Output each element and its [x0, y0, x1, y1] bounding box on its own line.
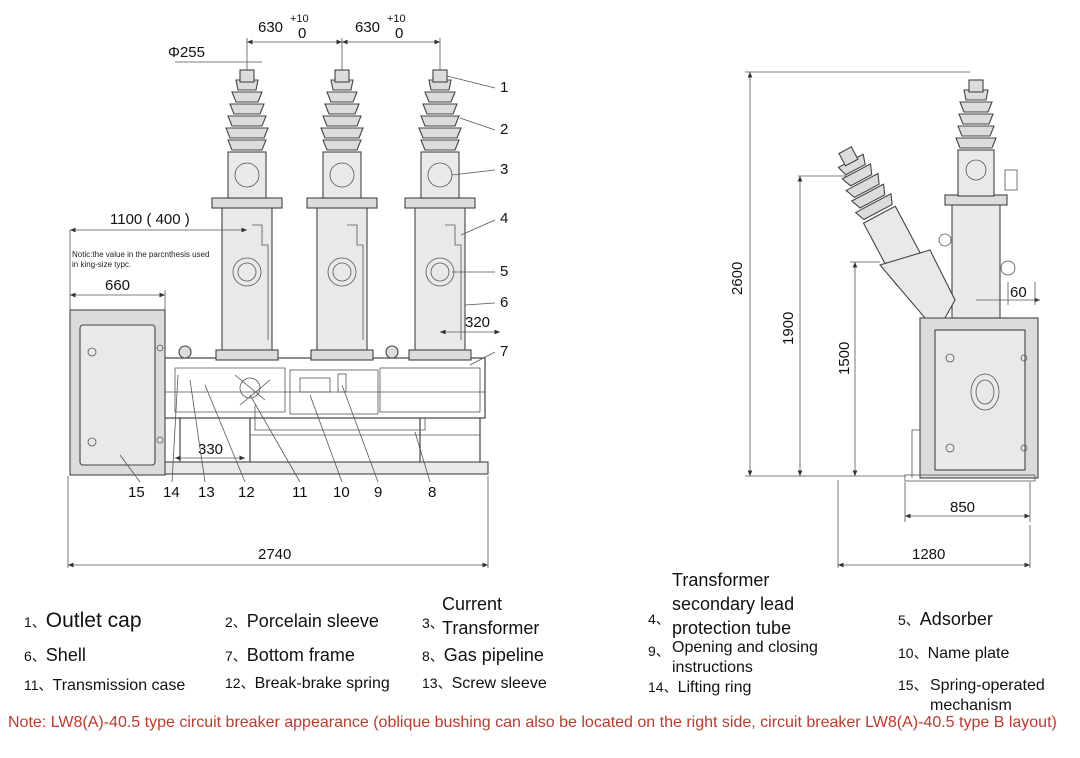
legend-item-12: 12、Break-brake spring	[225, 675, 390, 692]
lifting-ring-left	[178, 345, 192, 359]
gas-pipeline	[254, 405, 426, 431]
lifting-ring-right	[385, 345, 399, 359]
dim-630-left-tol-upper: +10	[290, 13, 309, 25]
dim-2600: 2600	[729, 262, 746, 295]
layout-note: Note: LW8(A)-40.5 type circuit breaker a…	[8, 714, 1057, 731]
callout-9: 9	[374, 484, 382, 501]
callout-1: 1	[500, 79, 508, 96]
callout-3: 3	[500, 161, 508, 178]
dim-630-right-tol-upper: +10	[387, 13, 406, 25]
callout-13: 13	[198, 484, 215, 501]
base-rail	[162, 461, 489, 475]
legend-item-15: 15、Spring-operated mechanism	[898, 677, 1045, 714]
legend-item-9: 9、Opening and closing instructions	[648, 639, 818, 676]
legend-item-3: 3、Current Transformer	[422, 594, 540, 638]
legend-item-14: 14、Lifting ring	[648, 679, 752, 696]
legend-item-2: 2、Porcelain sleeve	[225, 611, 379, 631]
legend-item-5: 5、Adsorber	[898, 609, 993, 629]
front-view: 630 +10 0 630 +10 0 Φ255 1100 ( 400 ) No…	[67, 13, 508, 568]
dim-1500: 1500	[836, 342, 853, 375]
legend-item-4: 4、Transformer secondary lead protection …	[648, 570, 795, 638]
dim-320: 320	[465, 314, 490, 331]
callout-12: 12	[238, 484, 255, 501]
dim-60: 60	[1010, 284, 1027, 301]
legend-item-6: 6、Shell	[24, 645, 86, 665]
pole-left	[211, 69, 283, 361]
callout-14: 14	[163, 484, 180, 501]
callout-11: 11	[292, 484, 308, 501]
dim-1280: 1280	[912, 546, 945, 563]
callout-5: 5	[500, 263, 508, 280]
dim-630-left: 630	[258, 19, 283, 36]
callout-4: 4	[500, 210, 508, 227]
legend-item-11: 11、Transmission case	[24, 677, 186, 694]
legend-item-7: 7、Bottom frame	[225, 645, 355, 665]
parts-legend: 1、Outlet cap 2、Porcelain sleeve 3、Curren…	[0, 568, 1080, 718]
dim-850: 850	[950, 499, 975, 516]
technical-drawing: 630 +10 0 630 +10 0 Φ255 1100 ( 400 ) No…	[67, 13, 1040, 568]
legend-item-1: 1、Outlet cap	[24, 609, 142, 632]
dim-660: 660	[105, 277, 130, 294]
dim-330: 330	[198, 441, 223, 458]
name-plate	[289, 369, 379, 415]
dim-phi255: Φ255	[168, 44, 205, 61]
legend-item-8: 8、Gas pipeline	[422, 645, 544, 665]
callout-15: 15	[128, 484, 145, 501]
callout-8: 8	[428, 484, 436, 501]
parenthesis-note: Notic:the value in the parcnthesis used …	[72, 250, 210, 269]
dim-1900: 1900	[780, 312, 797, 345]
dim-1100: 1100 ( 400 )	[110, 211, 190, 228]
side-view: 2600 1900 1500 60 850 1280	[729, 71, 1040, 568]
callout-10: 10	[333, 484, 350, 501]
legend-item-10: 10、Name plate	[898, 645, 1010, 662]
dim-630-right-tol-lower: 0	[395, 25, 403, 42]
bottom-frame	[159, 357, 486, 419]
legend-item-13: 13、Screw sleeve	[422, 675, 547, 692]
callout-6: 6	[500, 294, 508, 311]
pole-middle	[306, 69, 378, 361]
dim-2740: 2740	[258, 546, 291, 563]
callout-7: 7	[500, 343, 508, 360]
dim-630-left-tol-lower: 0	[298, 25, 306, 42]
dim-630-right: 630	[355, 19, 380, 36]
callout-2: 2	[500, 121, 508, 138]
